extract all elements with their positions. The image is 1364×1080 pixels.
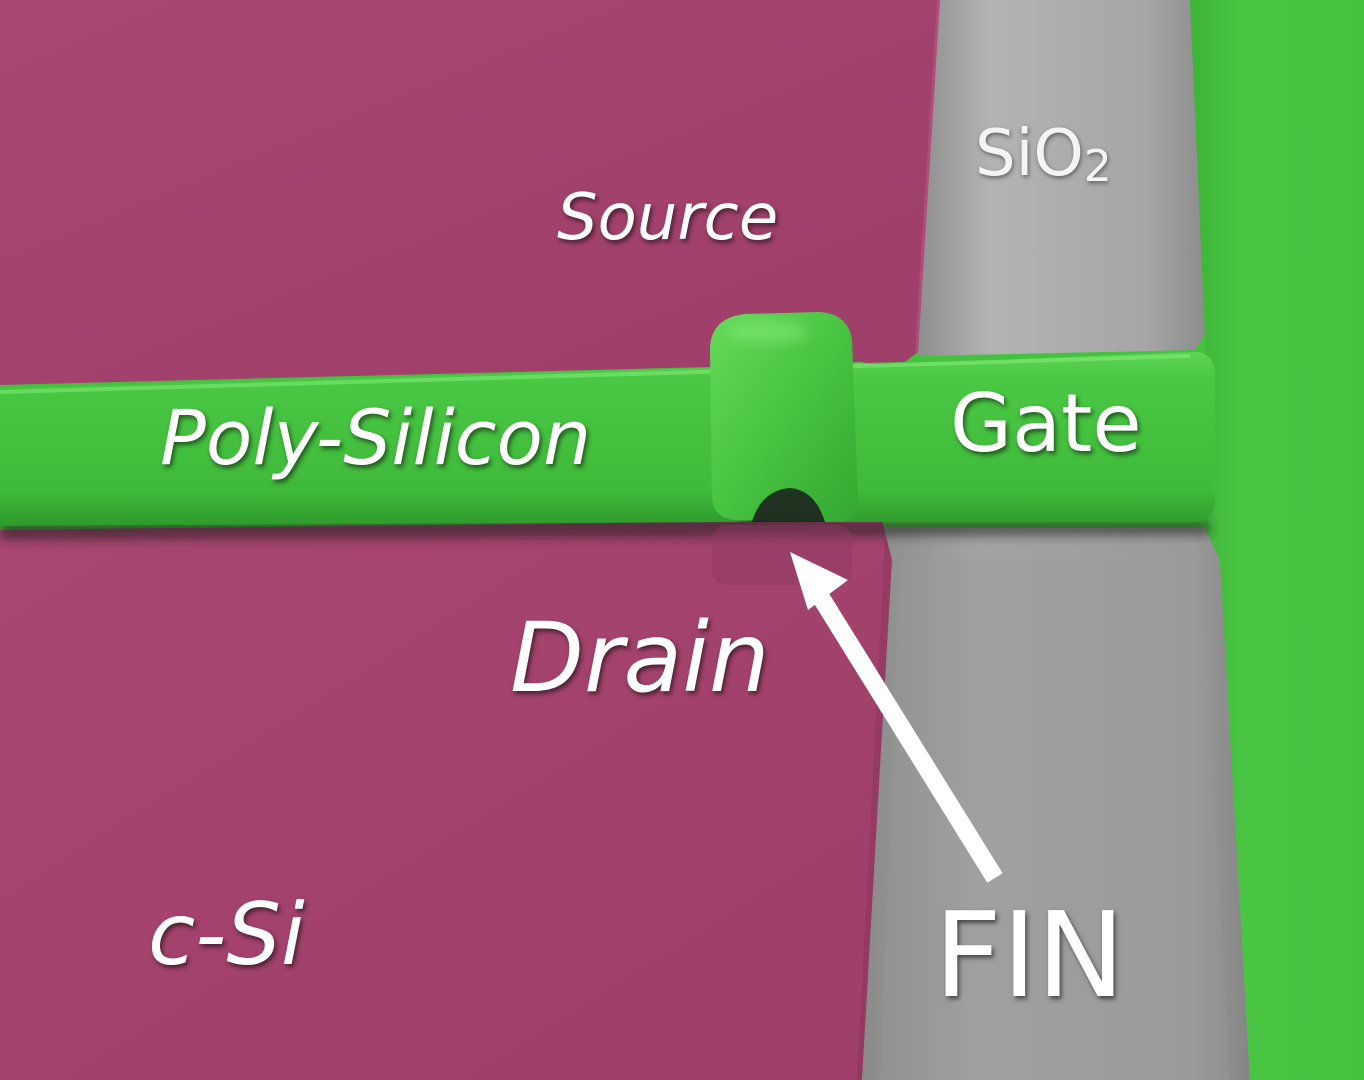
poly-silicon-label: Poly-Silicon	[160, 393, 592, 482]
oxide-upper	[918, 0, 1205, 356]
oxide-lower	[862, 528, 1250, 1080]
poly-silicon-bar	[0, 351, 1215, 526]
gate-fin-wrap	[710, 312, 859, 522]
gate-label: Gate	[950, 377, 1142, 470]
arrow-icon	[790, 552, 1003, 883]
c-si-label: c-Si	[148, 885, 305, 985]
source-label: Source	[557, 181, 779, 255]
sio2-label: SiO2	[975, 117, 1112, 192]
fin-label: FIN	[934, 886, 1125, 1024]
drain-region	[0, 520, 892, 1080]
source-region	[0, 0, 940, 385]
gate-vertical	[1190, 0, 1364, 1080]
drain-label: Drain	[510, 602, 770, 714]
